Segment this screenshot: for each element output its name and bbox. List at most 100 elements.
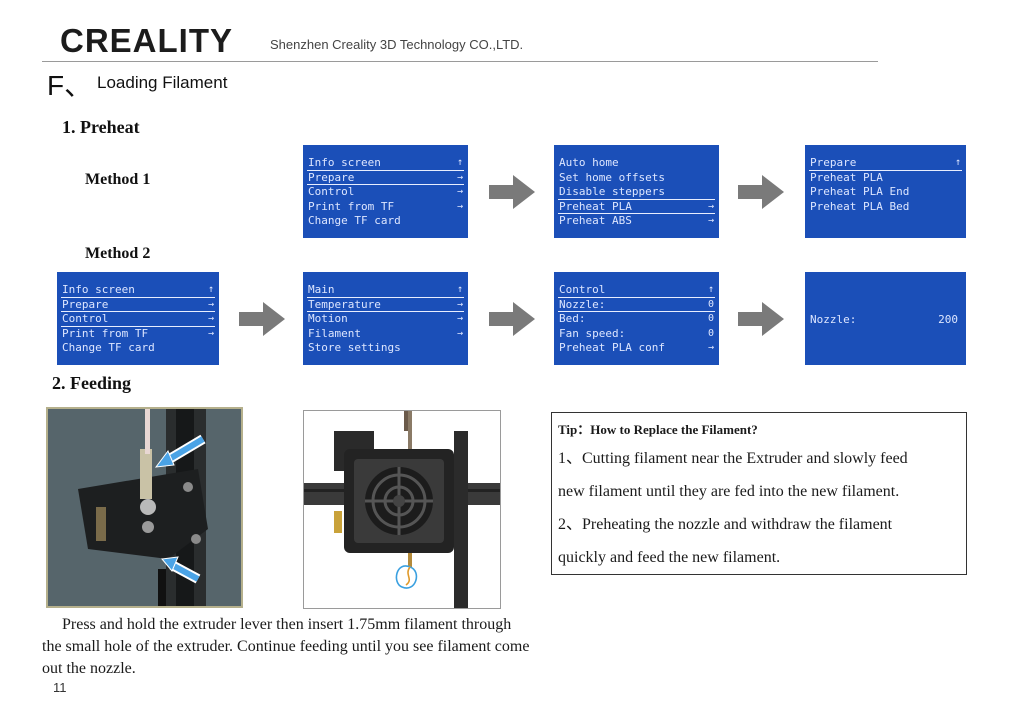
flow-arrow-icon	[738, 175, 784, 209]
flow-arrow-icon	[489, 175, 535, 209]
lcd-menu-item: Prepare →	[61, 298, 215, 313]
lcd-menu-item-label: Preheat PLA End	[810, 185, 910, 199]
lcd-menu-item: Print from TF →	[307, 200, 464, 215]
submenu-arrow-icon: →	[707, 215, 714, 227]
lcd-menu-item-label: Motion	[308, 312, 348, 326]
lcd-menu-item: Auto home	[558, 156, 715, 171]
lcd-menu-item-label: Preheat PLA conf	[559, 341, 665, 355]
section-title: Loading Filament	[97, 73, 228, 92]
method1-label: Method 1	[85, 171, 151, 188]
lcd-screen-control-menu: Main ↑ Temperature → Motion → Filament → Store s…	[303, 272, 468, 365]
method2-label: Method 2	[85, 245, 151, 262]
back-arrow-icon: ↑	[456, 157, 463, 168]
lcd-menu-item: Nozzle: 0	[558, 298, 715, 313]
lcd-menu-item: Print from TF→	[61, 327, 215, 342]
lcd-menu-item: Preheat PLA End	[809, 185, 962, 200]
lcd-menu-item: Temperature →	[307, 298, 464, 313]
header-divider	[42, 61, 878, 62]
hotend-illustration	[304, 411, 500, 608]
extruder-photo	[46, 407, 243, 608]
lcd-menu-item-label: Control	[559, 283, 606, 296]
lcd-menu-item: Change TF card	[307, 214, 464, 229]
lcd-menu-item-label: Prepare	[62, 297, 109, 311]
lcd-menu-item: Main ↑	[307, 283, 464, 298]
nozzle-row: Nozzle: 200	[809, 313, 962, 328]
lcd-menu-item-label: Prepare	[810, 156, 857, 169]
lcd-menu-item-label: Control	[62, 312, 109, 326]
submenu-arrow-icon: →	[707, 342, 714, 354]
lcd-menu-item: Control→	[307, 185, 464, 200]
lcd-menu-item: Info screen ↑	[61, 283, 215, 298]
lcd-menu-item-label: Preheat PLA	[559, 199, 632, 213]
lcd-menu-item: Preheat PLA	[809, 171, 962, 186]
submenu-arrow-icon: →	[456, 298, 463, 310]
extruder-illustration	[48, 409, 241, 606]
lcd-menu-item: Motion →	[307, 312, 464, 327]
company-name: Shenzhen Creality 3D Technology CO.,LTD.	[270, 37, 524, 52]
lcd-menu-item-label: Info screen	[62, 283, 135, 296]
hotend-photo	[303, 410, 501, 609]
lcd-menu-item-label: Print from TF	[62, 326, 149, 340]
back-arrow-icon: ↑	[456, 284, 463, 295]
lcd-menu-item: Info screen ↑	[307, 156, 464, 171]
submenu-arrow-icon: →	[456, 200, 463, 212]
lcd-menu-item: Preheat ABS→	[558, 214, 715, 229]
feeding-heading: 2. Feeding	[52, 373, 131, 393]
submenu-arrow-icon: →	[707, 200, 714, 212]
lcd-menu-item: Preheat PLA conf →	[558, 341, 715, 356]
tip-line-2: new filament until they are fed into the…	[558, 483, 900, 500]
lcd-menu-item-label: Prepare	[308, 170, 355, 184]
flow-arrow-icon	[489, 302, 535, 336]
lcd-menu-item: Prepare ↑	[809, 156, 962, 171]
back-arrow-icon: ↑	[707, 284, 714, 295]
lcd-menu-item-label: Preheat PLA	[810, 170, 883, 184]
preheat-heading: 1. Preheat	[62, 117, 140, 137]
creality-logo: CREALITY	[60, 22, 233, 59]
lcd-menu-item-value: 0	[707, 298, 714, 310]
nozzle-label: Nozzle:	[810, 313, 857, 326]
lcd-screen-nozzle-value: Nozzle: 200	[805, 272, 966, 365]
lcd-menu-item: Control ↑	[558, 283, 715, 298]
lcd-menu-item-label: Filament	[308, 326, 361, 340]
lcd-menu-item-label: Store settings	[308, 341, 401, 355]
lcd-menu-item-label: Temperature	[308, 297, 381, 311]
lcd-menu-item: Disable steppers	[558, 185, 715, 200]
flow-arrow-icon	[738, 302, 784, 336]
lcd-screen-main-menu: Info screen↑Prepare→Control→Print from T…	[303, 145, 468, 238]
lcd-menu-item-label: Print from TF	[308, 199, 395, 213]
lcd-menu-item-label: Auto home	[559, 156, 619, 169]
lcd-menu-item-label: Change TF card	[62, 341, 155, 355]
lcd-menu-item: Change TF card	[61, 341, 215, 356]
tip-line-3: 2、Preheating the nozzle and withdraw the…	[558, 516, 893, 533]
lcd-menu-item: Prepare→	[307, 171, 464, 186]
lcd-menu-item: Preheat PLA →	[558, 200, 715, 215]
lcd-menu-item: Filament →	[307, 327, 464, 342]
lcd-menu-item-label: Info screen	[308, 156, 381, 169]
tip-line-4: quickly and feed the new filament.	[558, 549, 781, 566]
lcd-menu-item-value: 0	[707, 313, 714, 325]
lcd-screen-main-menu-2: Info screen ↑ Prepare → Control → Print from T…	[57, 272, 219, 365]
submenu-arrow-icon: →	[456, 313, 463, 325]
lcd-menu-item: Bed: 0	[558, 312, 715, 327]
lcd-menu-item-label: Preheat PLA Bed	[810, 199, 910, 213]
submenu-arrow-icon: →	[456, 186, 463, 198]
flow-arrow-icon	[239, 302, 285, 336]
back-arrow-icon: ↑	[207, 284, 214, 295]
lcd-menu-item: Preheat PLA Bed	[809, 200, 962, 215]
lcd-menu-item-label: Fan speed:	[559, 326, 626, 340]
submenu-arrow-icon: →	[207, 298, 214, 310]
feeding-caption: Press and hold the extruder lever then i…	[42, 614, 532, 680]
section-letter: F、	[47, 70, 93, 101]
lcd-menu-item: Store settings	[307, 341, 464, 356]
lcd-menu-item-label: Bed:	[559, 312, 586, 326]
lcd-menu-item-label: Set home offsets	[559, 170, 665, 184]
submenu-arrow-icon: →	[207, 313, 214, 325]
submenu-arrow-icon: →	[456, 327, 463, 339]
lcd-menu-item-label: Nozzle:	[559, 297, 606, 311]
lcd-menu-item: Control →	[61, 312, 215, 327]
lcd-menu-item-label: Main	[308, 283, 335, 296]
back-arrow-icon: ↑	[954, 157, 961, 168]
